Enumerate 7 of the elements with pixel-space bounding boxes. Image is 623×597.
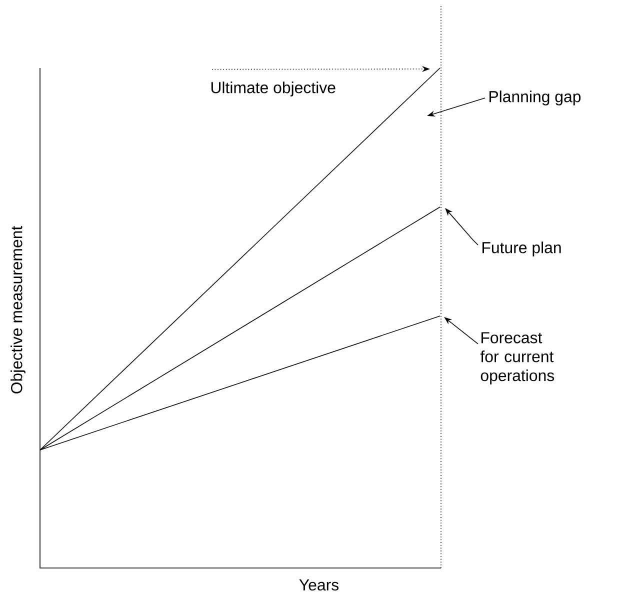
axis-title: Objective measurement — [10, 226, 26, 394]
callout-text: Future plan — [482, 242, 561, 256]
callout-text: Planning gap — [490, 90, 581, 106]
leader-line — [445, 208, 478, 246]
callout-text: Forecast for current operations — [480, 332, 554, 384]
axis-title: Years — [299, 579, 339, 591]
callout-text: Ultimate objective — [211, 82, 336, 96]
